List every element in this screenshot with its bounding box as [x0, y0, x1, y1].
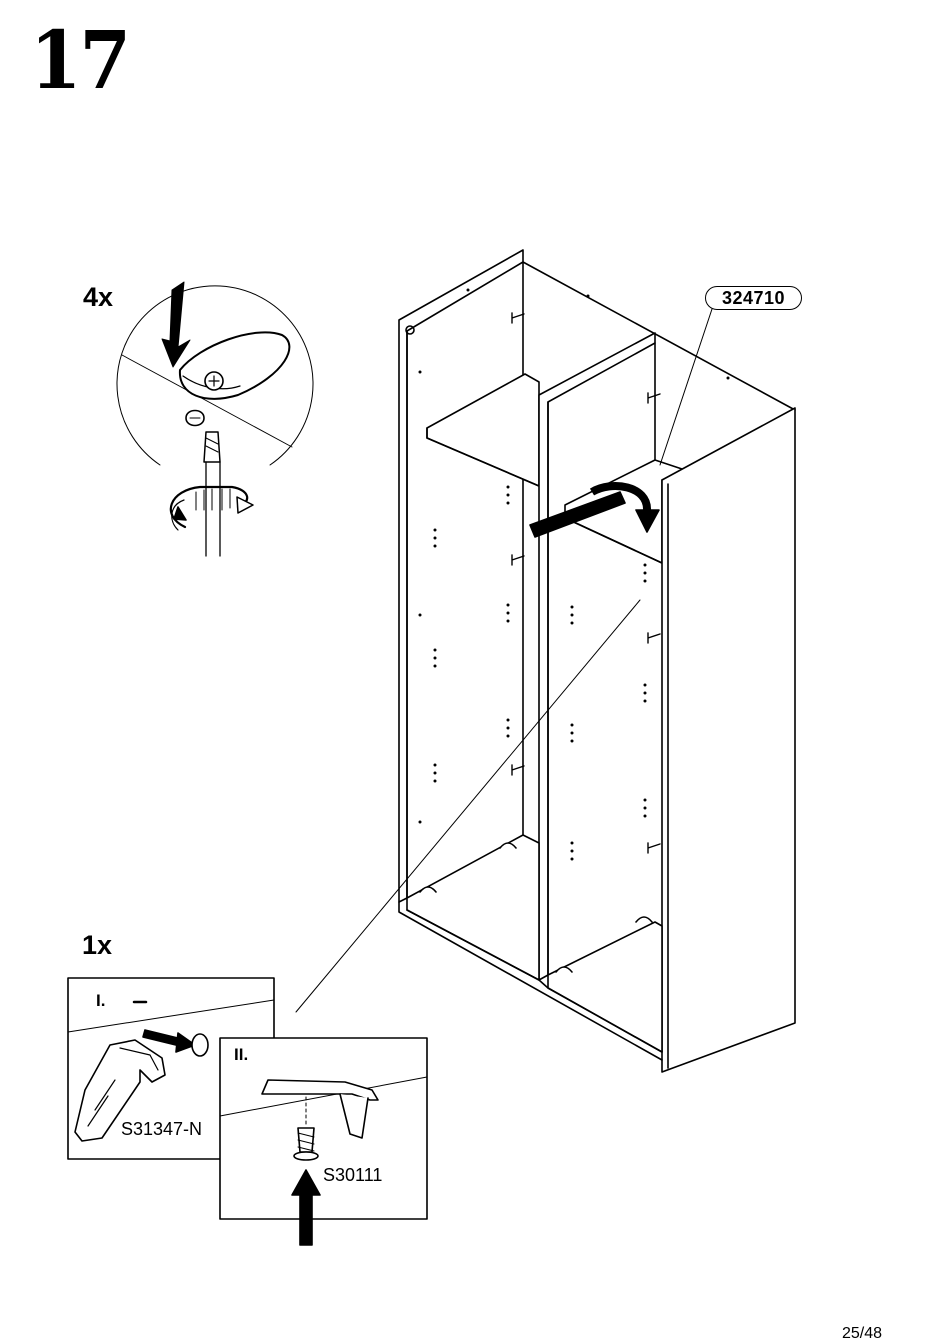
part-number-badge: 324710: [705, 286, 802, 310]
sub-step-1-label: I.: [96, 991, 105, 1011]
part-code-1: S31347-N: [121, 1119, 202, 1140]
part-code-2: S30111: [323, 1165, 382, 1186]
quantity-label-bottom: 1x: [82, 930, 112, 961]
detail-box-2: [220, 1038, 427, 1245]
page-number: 25/48: [842, 1325, 882, 1343]
cam-lock-detail: [117, 282, 313, 556]
wardrobe-carcass: [399, 250, 795, 1072]
quantity-label-top: 4x: [83, 282, 113, 313]
sub-step-2-label: II.: [234, 1045, 248, 1065]
part-leader-line: [660, 309, 712, 465]
